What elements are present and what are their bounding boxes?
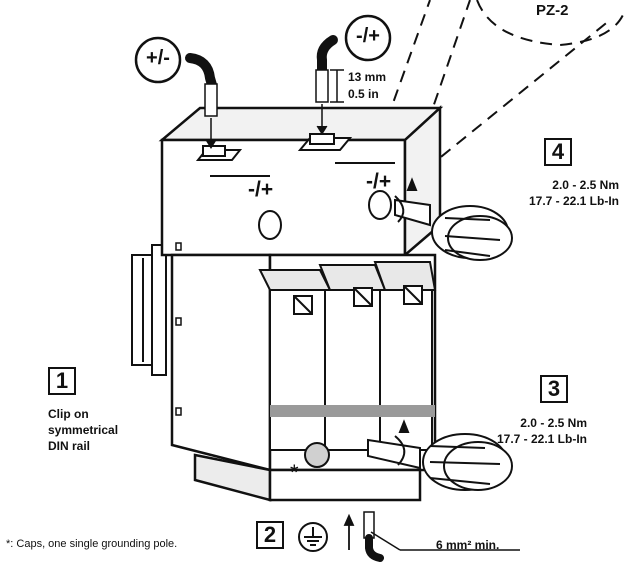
- strip-length-in: 0.5 in: [348, 87, 379, 101]
- strip-length-bracket: [330, 69, 344, 103]
- lower-screwdriver: [367, 419, 513, 491]
- right-terminal-label: -/+: [366, 170, 392, 193]
- front-screw-holes: [258, 190, 392, 240]
- status-stripe: [270, 405, 435, 417]
- step-2-wire-min: 6 mm² min.: [436, 538, 500, 552]
- right-polarity-circle: [344, 14, 392, 62]
- upper-screwdriver: [394, 177, 513, 261]
- step-1-line1: Clip on: [48, 407, 89, 421]
- step-4-torque-nm: 2.0 - 2.5 Nm: [552, 178, 619, 192]
- protection-modules: [258, 261, 437, 451]
- ground-wire: [363, 511, 520, 562]
- step-4-box: 4: [544, 138, 572, 166]
- step-3-torque-nm: 2.0 - 2.5 Nm: [520, 416, 587, 430]
- left-wire: [185, 53, 218, 149]
- ground-cap-marker: *: [290, 460, 299, 485]
- ground-screw-hole: [304, 442, 330, 468]
- left-terminal-label: -/+: [248, 178, 274, 201]
- strip-length-mm: 13 mm: [348, 70, 387, 84]
- top-terminal-openings: [195, 133, 395, 177]
- din-rail-clip: [131, 244, 167, 376]
- step-4-torque-lbin: 17.7 - 22.1 Lb-In: [528, 194, 619, 208]
- step-1-line3: DIN rail: [48, 439, 91, 453]
- right-wire: [315, 35, 338, 135]
- step-2-box: 2: [256, 521, 284, 549]
- side-slots: [175, 242, 182, 416]
- footnote-text: *: Caps, one single grounding pole.: [6, 538, 178, 550]
- step-3-box: 3: [540, 375, 568, 403]
- step-1-box: 1: [48, 367, 76, 395]
- right-polarity-label: -/+: [356, 25, 380, 47]
- up-arrow-icon: [343, 513, 355, 550]
- step-3-torque-lbin: 17.7 - 22.1 Lb-In: [496, 432, 587, 446]
- ground-symbol-icon: [298, 522, 328, 552]
- step-1-line2: symmetrical: [48, 423, 119, 437]
- left-polarity-circle: [134, 36, 182, 84]
- screwdriver-label: PZ-2: [536, 2, 569, 19]
- left-polarity-label: +/-: [146, 47, 170, 69]
